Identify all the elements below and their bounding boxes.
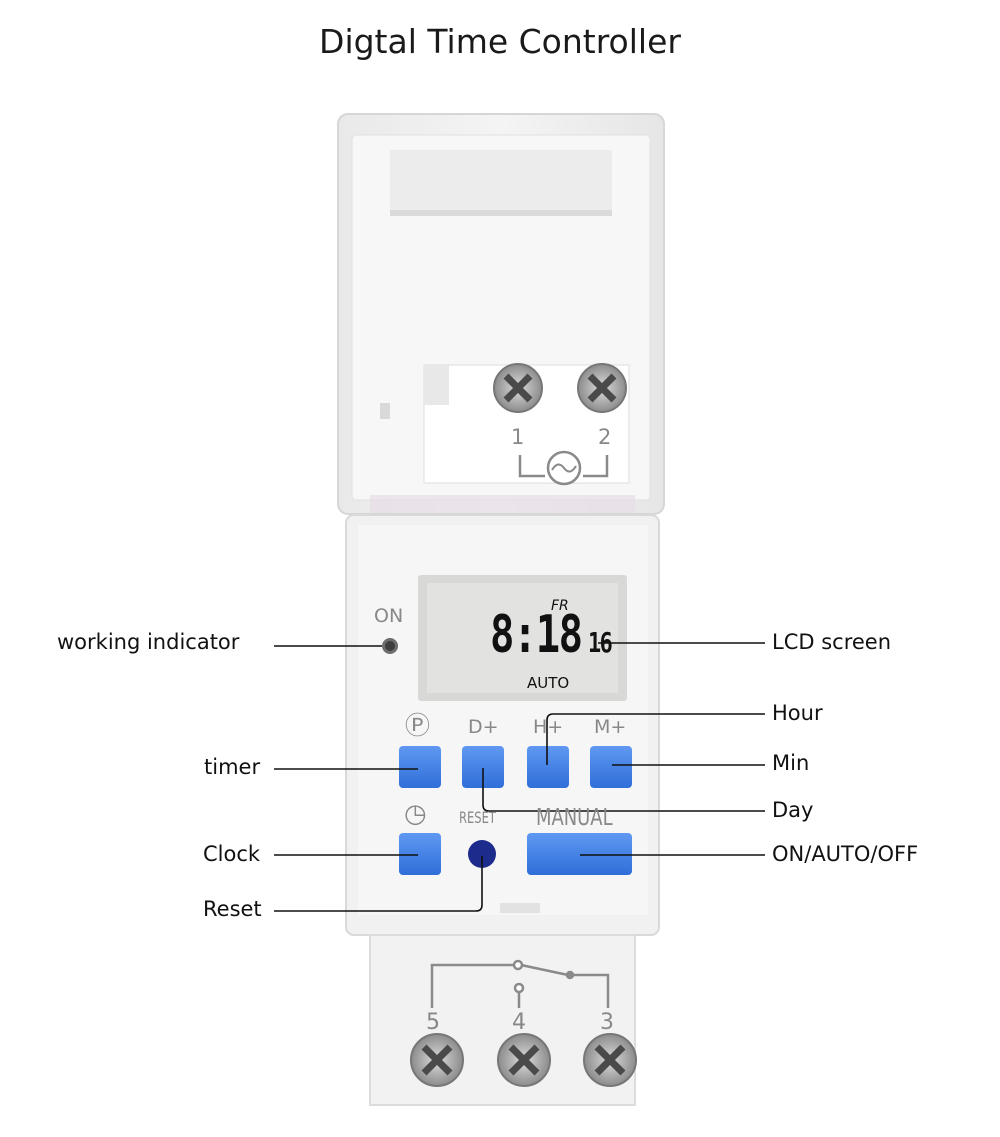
callout-min: Min [772, 751, 810, 775]
lcd-screen [418, 575, 627, 701]
manual-button[interactable] [527, 833, 632, 875]
lcd-mode: AUTO [527, 674, 570, 692]
timer-button[interactable] [399, 746, 441, 788]
reset-button[interactable] [468, 840, 496, 868]
hour-plus-button[interactable] [527, 746, 569, 788]
bottom-screw-3 [583, 1033, 637, 1087]
line-reset [274, 856, 483, 912]
terminal-label-5: 5 [426, 1010, 440, 1035]
terminal-label-3: 3 [600, 1010, 614, 1035]
callout-hour: Hour [772, 701, 823, 725]
relay-diagram [430, 959, 610, 1008]
top-terminal-block [423, 363, 630, 486]
terminal-label-4: 4 [512, 1010, 526, 1035]
callout-reset: Reset [203, 897, 262, 921]
terminal-label-1: 1 [511, 425, 525, 449]
top-screw-1 [493, 363, 543, 413]
reset-label: RESET [459, 808, 496, 827]
callout-lcd-screen: LCD screen [772, 630, 892, 654]
day-plus-button[interactable] [462, 746, 504, 788]
on-label: ON [374, 605, 404, 627]
line-day [482, 768, 765, 812]
manual-label: MANUAL [536, 805, 613, 831]
top-screw-2 [577, 363, 627, 413]
lcd-time: 8:18 [490, 605, 583, 665]
min-plus-button[interactable] [590, 746, 632, 788]
clock-icon: ◷ [404, 799, 427, 829]
bottom-screw-4 [497, 1033, 551, 1087]
callout-clock: Clock [203, 842, 261, 866]
callout-timer: timer [204, 755, 261, 779]
min-plus-label: M+ [594, 716, 627, 738]
lcd-day: FR [551, 598, 569, 614]
line-hour [546, 713, 765, 765]
bottom-screw-5 [410, 1033, 464, 1087]
program-icon: Ⓟ [405, 711, 431, 740]
day-plus-label: D+ [468, 716, 499, 738]
callout-working-indicator: working indicator [57, 630, 240, 654]
callout-on-auto-off: ON/AUTO/OFF [772, 842, 919, 866]
working-indicator-led [382, 638, 398, 654]
callout-lines [274, 642, 765, 912]
callout-day: Day [772, 798, 814, 822]
hour-plus-label: H+ [533, 716, 564, 738]
terminal-label-2: 2 [598, 425, 612, 449]
clock-button[interactable] [399, 833, 441, 875]
page-title: Digtal Time Controller [319, 22, 681, 61]
lcd-seconds: 16 [588, 626, 613, 659]
